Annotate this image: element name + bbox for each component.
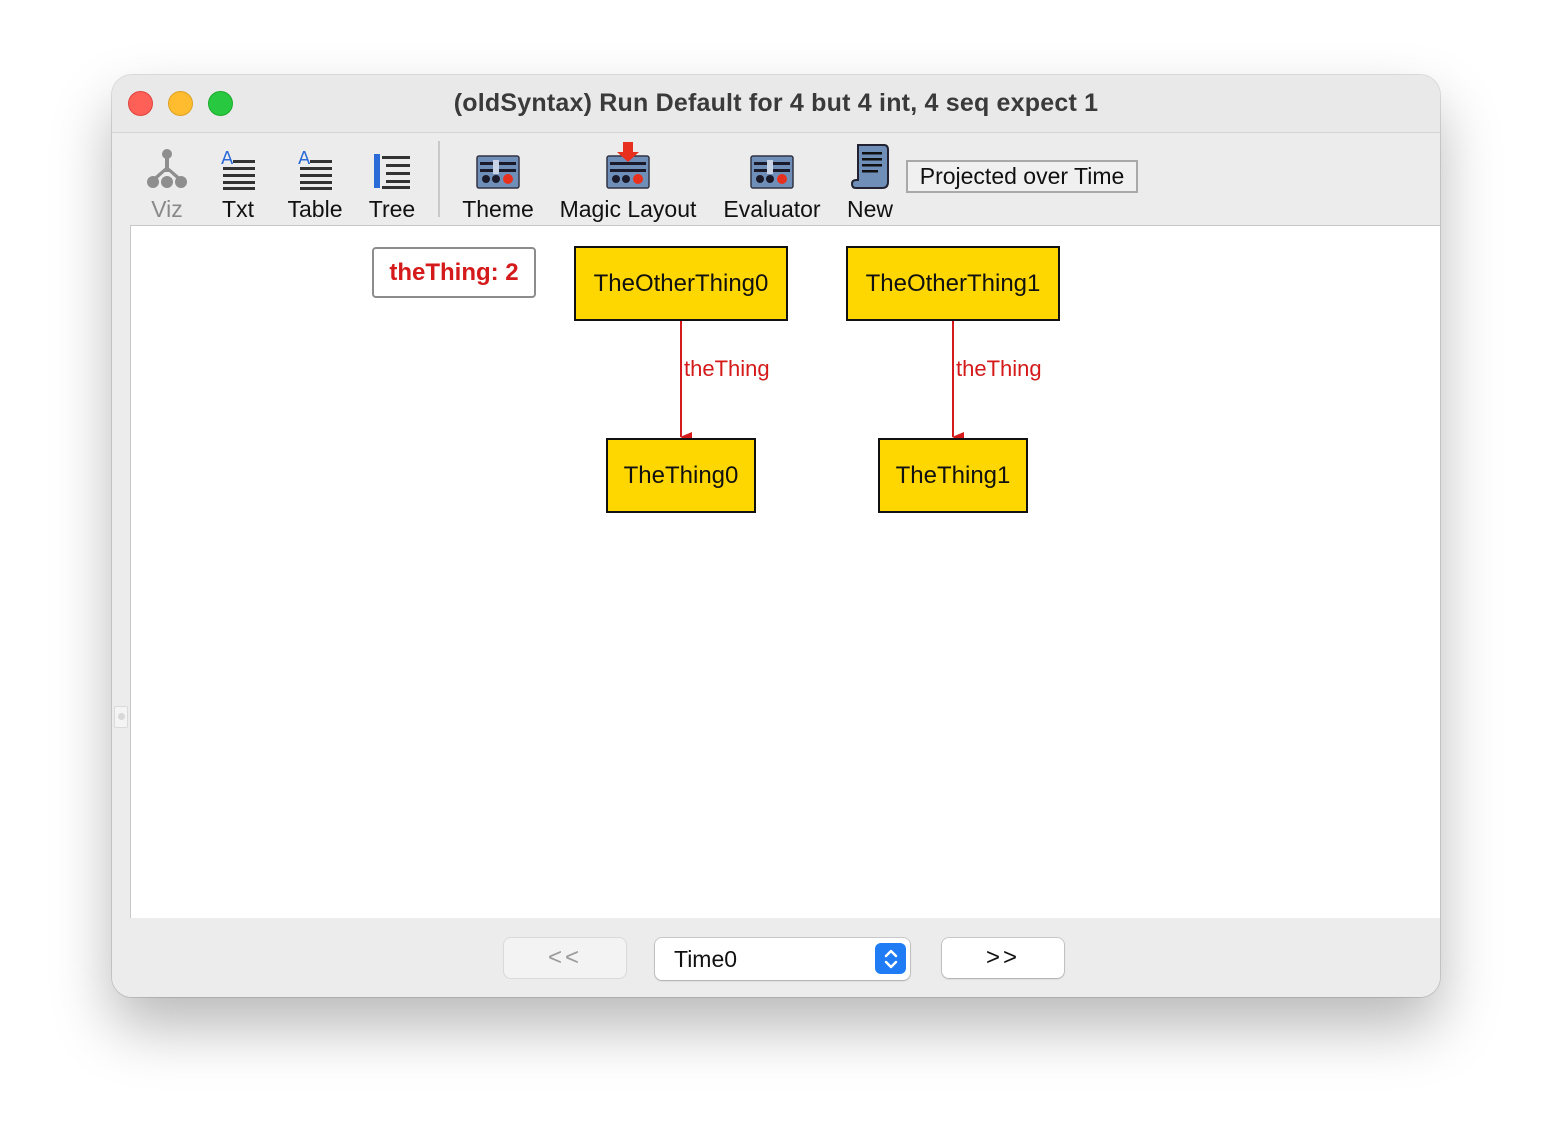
app-window: (oldSyntax) Run Default for 4 but 4 int,… — [112, 75, 1440, 997]
previous-time-button[interactable]: << — [504, 938, 626, 978]
tree-button[interactable]: Tree — [366, 138, 418, 223]
new-button[interactable]: New — [842, 138, 898, 223]
evaluator-button[interactable]: Evaluator — [720, 138, 824, 223]
select-stepper-icon — [875, 943, 906, 974]
table-label: Table — [287, 196, 343, 222]
tree-view-icon — [366, 138, 418, 190]
txt-button[interactable]: A Txt — [212, 138, 264, 223]
time-select[interactable]: Time0 — [655, 938, 910, 980]
time-navigation-bar: << Time0 >> — [112, 918, 1440, 997]
edge-label-0: theThing — [684, 356, 770, 381]
node-other-thing-0[interactable]: TheOtherThing0 — [574, 246, 788, 321]
minimize-window-button[interactable] — [168, 91, 193, 116]
zoom-window-button[interactable] — [208, 91, 233, 116]
projected-over-time-button[interactable]: Projected over Time — [906, 160, 1138, 193]
graph-edges — [680, 321, 964, 442]
evaluator-label: Evaluator — [723, 196, 821, 222]
txt-label: Txt — [222, 196, 254, 222]
next-time-button[interactable]: >> — [942, 938, 1064, 978]
edge-label-1: theThing — [956, 356, 1042, 381]
svg-text:A: A — [221, 148, 234, 169]
new-scroll-icon — [842, 138, 898, 190]
tree-label: Tree — [368, 196, 416, 222]
split-pane-handle[interactable] — [114, 706, 128, 728]
theme-button[interactable]: Theme — [458, 138, 538, 223]
new-label: New — [846, 196, 893, 222]
theme-icon — [458, 138, 538, 190]
viz-button[interactable]: Viz — [142, 138, 192, 223]
skolem-label: theThing: 2 — [372, 247, 536, 298]
window-title: (oldSyntax) Run Default for 4 but 4 int,… — [453, 89, 1099, 117]
magic-layout-label: Magic Layout — [559, 196, 697, 222]
toolbar-separator — [438, 141, 440, 217]
table-view-icon: A — [284, 138, 346, 190]
close-window-button[interactable] — [128, 91, 153, 116]
viz-label: Viz — [151, 196, 183, 222]
magic-layout-button[interactable]: Magic Layout — [558, 138, 698, 223]
time-select-value: Time0 — [674, 946, 738, 972]
node-thing-1[interactable]: TheThing1 — [878, 438, 1028, 513]
theme-label: Theme — [462, 196, 534, 222]
node-other-thing-1[interactable]: TheOtherThing1 — [846, 246, 1060, 321]
evaluator-icon — [720, 138, 824, 190]
svg-text:A: A — [298, 148, 311, 169]
text-view-icon: A — [212, 138, 264, 190]
graph-canvas[interactable]: theThing: 2 TheOtherThing0 TheOtherThing… — [114, 225, 1440, 919]
table-button[interactable]: A Table — [284, 138, 346, 223]
magic-layout-icon — [558, 138, 698, 190]
title-bar: (oldSyntax) Run Default for 4 but 4 int,… — [112, 75, 1440, 133]
viz-icon — [142, 138, 192, 190]
node-thing-0[interactable]: TheThing0 — [606, 438, 756, 513]
toolbar: Viz A Txt — [112, 133, 1440, 225]
